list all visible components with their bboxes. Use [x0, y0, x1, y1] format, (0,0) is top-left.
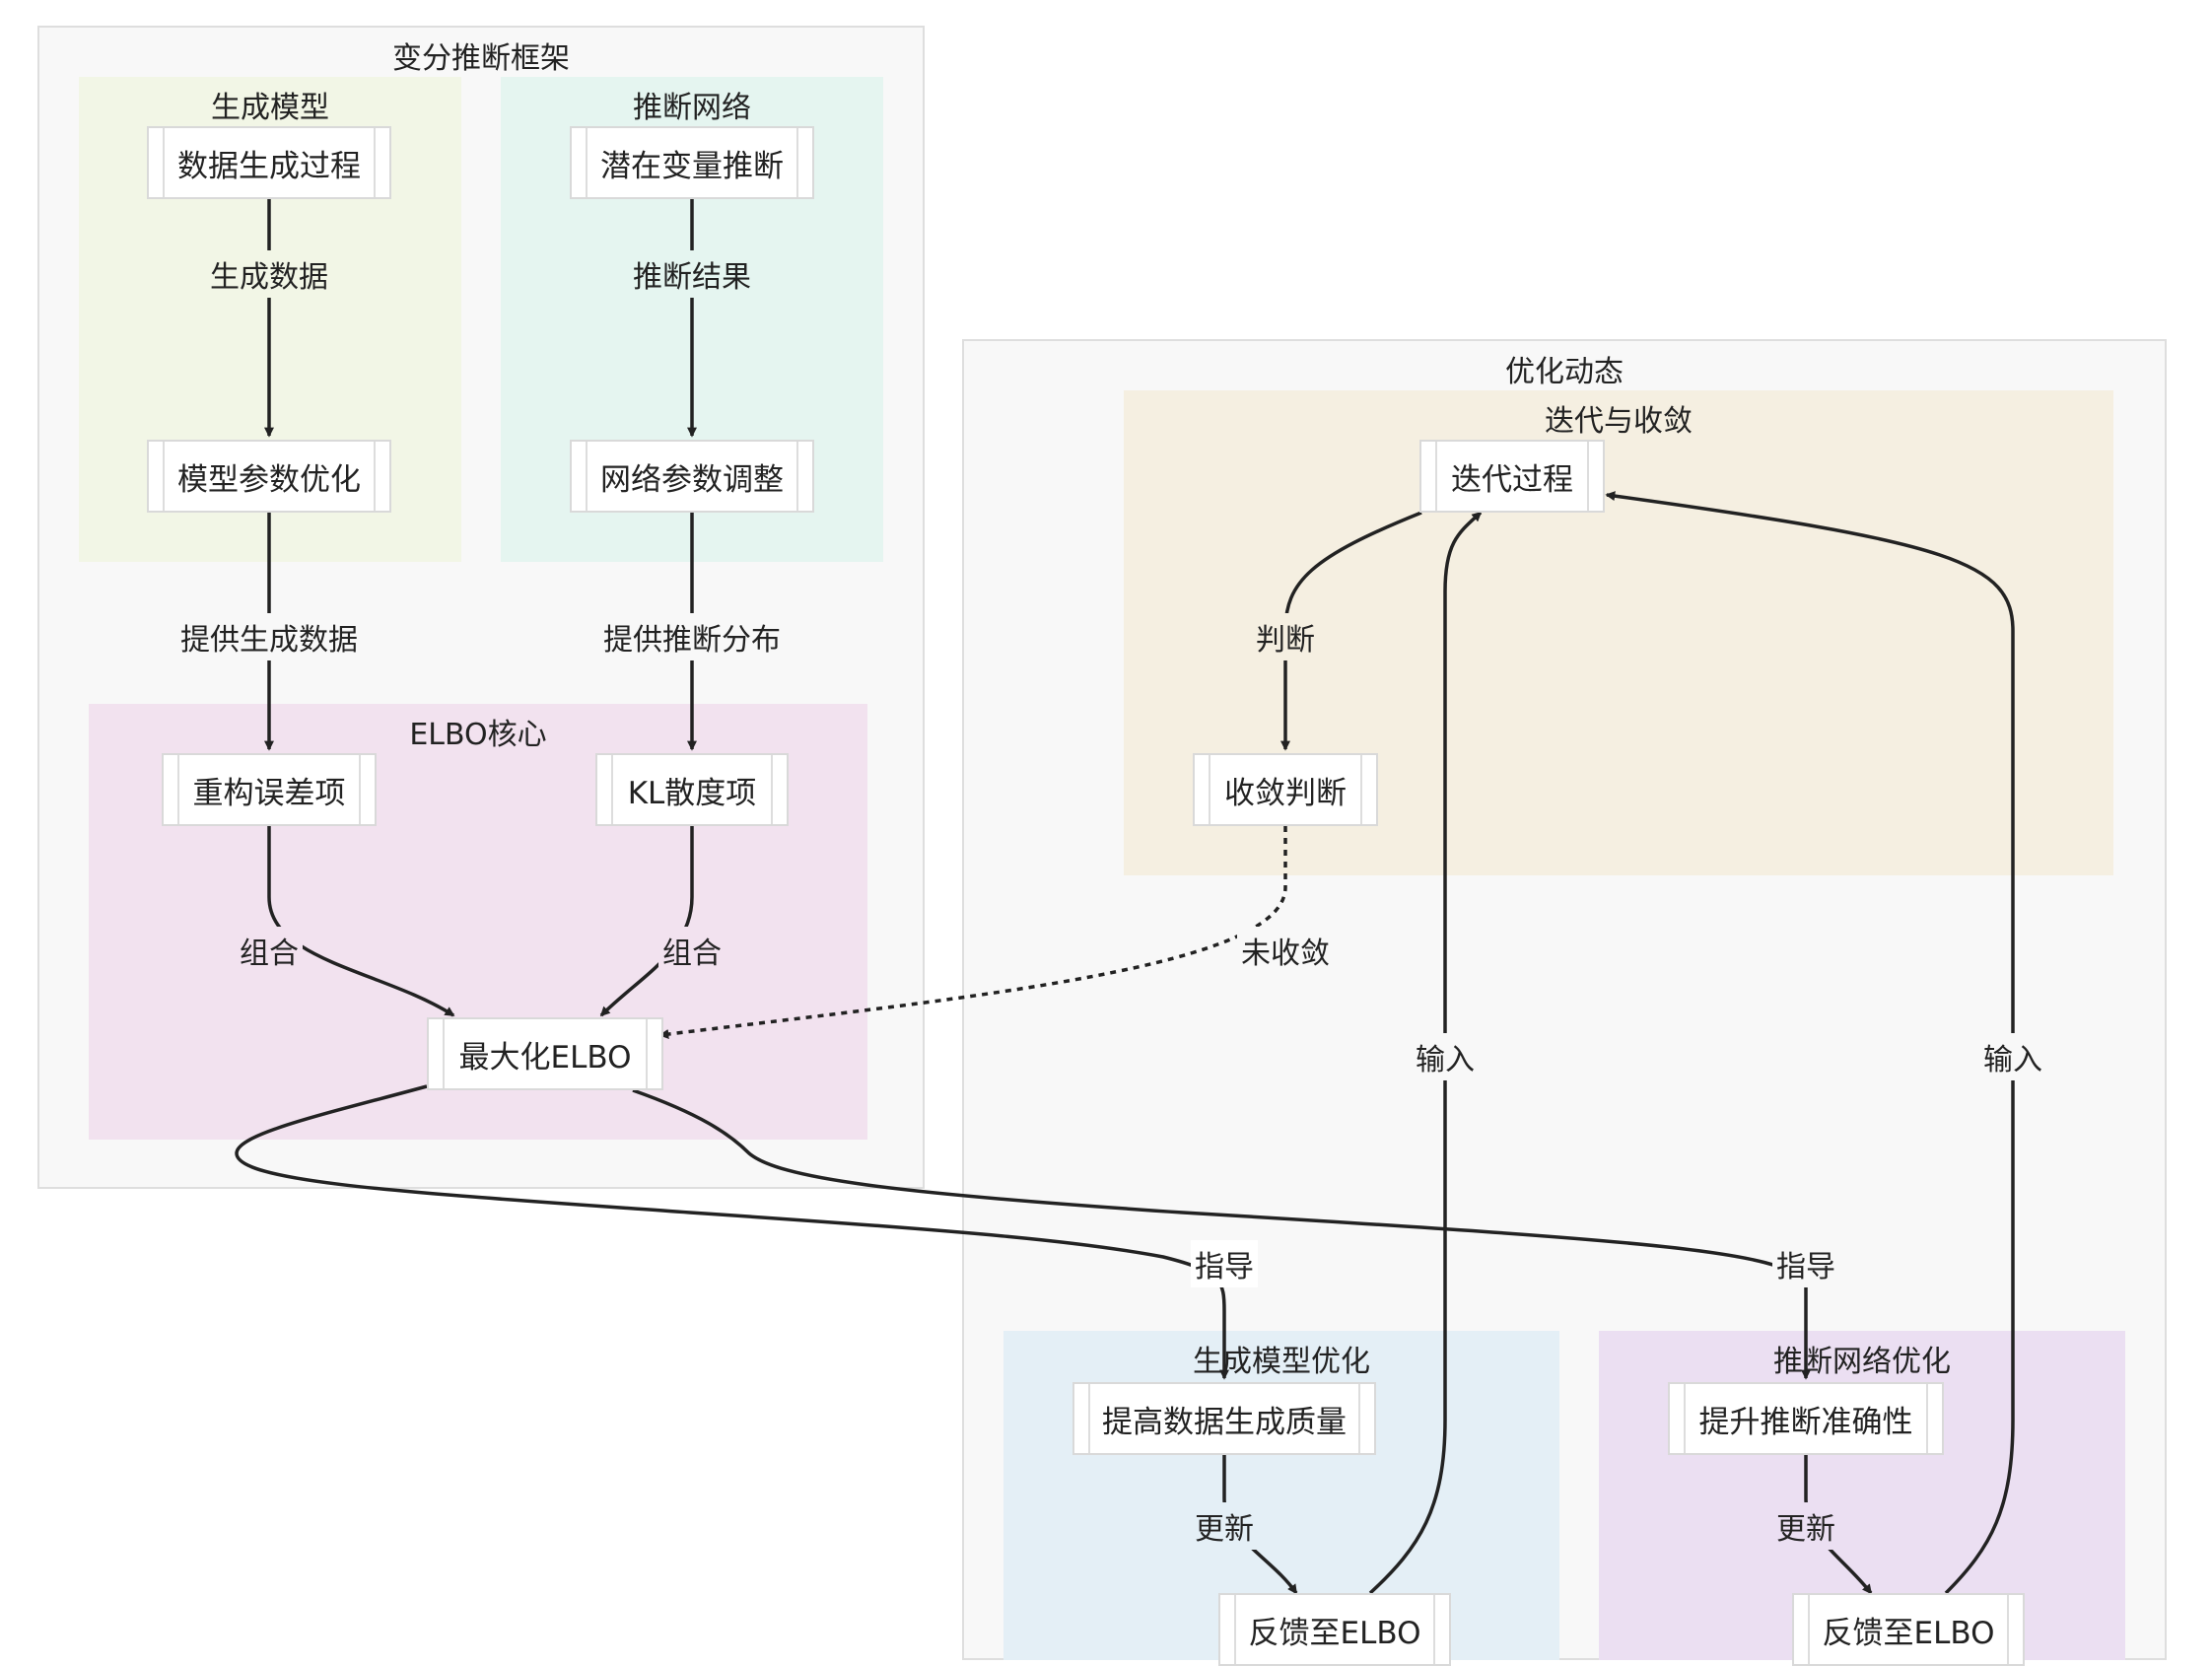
node-iteration-process[interactable]: 迭代过程: [1419, 440, 1605, 513]
node-reconstruction-error[interactable]: 重构误差项: [162, 753, 377, 826]
node-data-generation-process[interactable]: 数据生成过程: [147, 126, 391, 199]
node-improve-generation-quality[interactable]: 提高数据生成质量: [1072, 1382, 1376, 1455]
group-title-generative: 生成模型: [211, 91, 329, 125]
node-network-parameter-adjustment[interactable]: 网络参数调整: [570, 440, 814, 513]
edge-label-input-left: 输入: [1412, 1033, 1479, 1080]
edge-feedback-inf-to-iteration: [1605, 491, 2015, 1595]
edge-recon-to-elbo: [267, 826, 455, 1017]
group-title-inference: 推断网络: [633, 91, 751, 125]
edge-label-provide-gen-data: 提供生成数据: [176, 613, 362, 660]
edge-kl-to-elbo: [599, 826, 694, 1017]
node-latent-variable-inference[interactable]: 潜在变量推断: [570, 126, 814, 199]
edge-label-provide-inf-dist: 提供推断分布: [599, 613, 785, 660]
edge-label-not-converged: 未收敛: [1237, 927, 1334, 974]
edge-label-generate-data: 生成数据: [206, 250, 332, 298]
node-feedback-to-elbo-generative[interactable]: 反馈至ELBO: [1218, 1593, 1451, 1666]
edge-label-update-left: 更新: [1191, 1502, 1258, 1550]
edge-label-guide-right: 指导: [1772, 1240, 1839, 1287]
edge-convergence-to-elbo: [658, 826, 1287, 1039]
node-model-parameter-optimization[interactable]: 模型参数优化: [147, 440, 391, 513]
group-title-framework: 变分推断框架: [392, 41, 570, 76]
node-improve-inference-accuracy[interactable]: 提升推断准确性: [1668, 1382, 1944, 1455]
node-feedback-to-elbo-inference[interactable]: 反馈至ELBO: [1792, 1593, 2025, 1666]
node-kl-divergence[interactable]: KL散度项: [595, 753, 789, 826]
edge-label-judge: 判断: [1252, 613, 1319, 660]
group-title-elbo: ELBO核心: [409, 718, 547, 752]
group-title-optimization: 优化动态: [1505, 355, 1624, 389]
edge-label-input-right: 输入: [1979, 1033, 2046, 1080]
group-title-iteration: 迭代与收敛: [1545, 404, 1693, 439]
edge-elbo-to-genquality: [235, 1084, 1229, 1380]
edge-label-update-right: 更新: [1772, 1502, 1839, 1550]
edge-label-guide-left: 指导: [1191, 1240, 1258, 1287]
node-convergence-check[interactable]: 收敛判断: [1193, 753, 1378, 826]
edge-label-combine-right: 组合: [658, 927, 726, 974]
edge-label-combine-left: 组合: [236, 927, 303, 974]
edge-label-inference-result: 推断结果: [629, 250, 755, 298]
edge-elbo-to-infaccuracy: [632, 1088, 1811, 1380]
edge-feedback-gen-to-iteration: [1368, 511, 1483, 1595]
node-maximize-elbo[interactable]: 最大化ELBO: [427, 1017, 663, 1090]
